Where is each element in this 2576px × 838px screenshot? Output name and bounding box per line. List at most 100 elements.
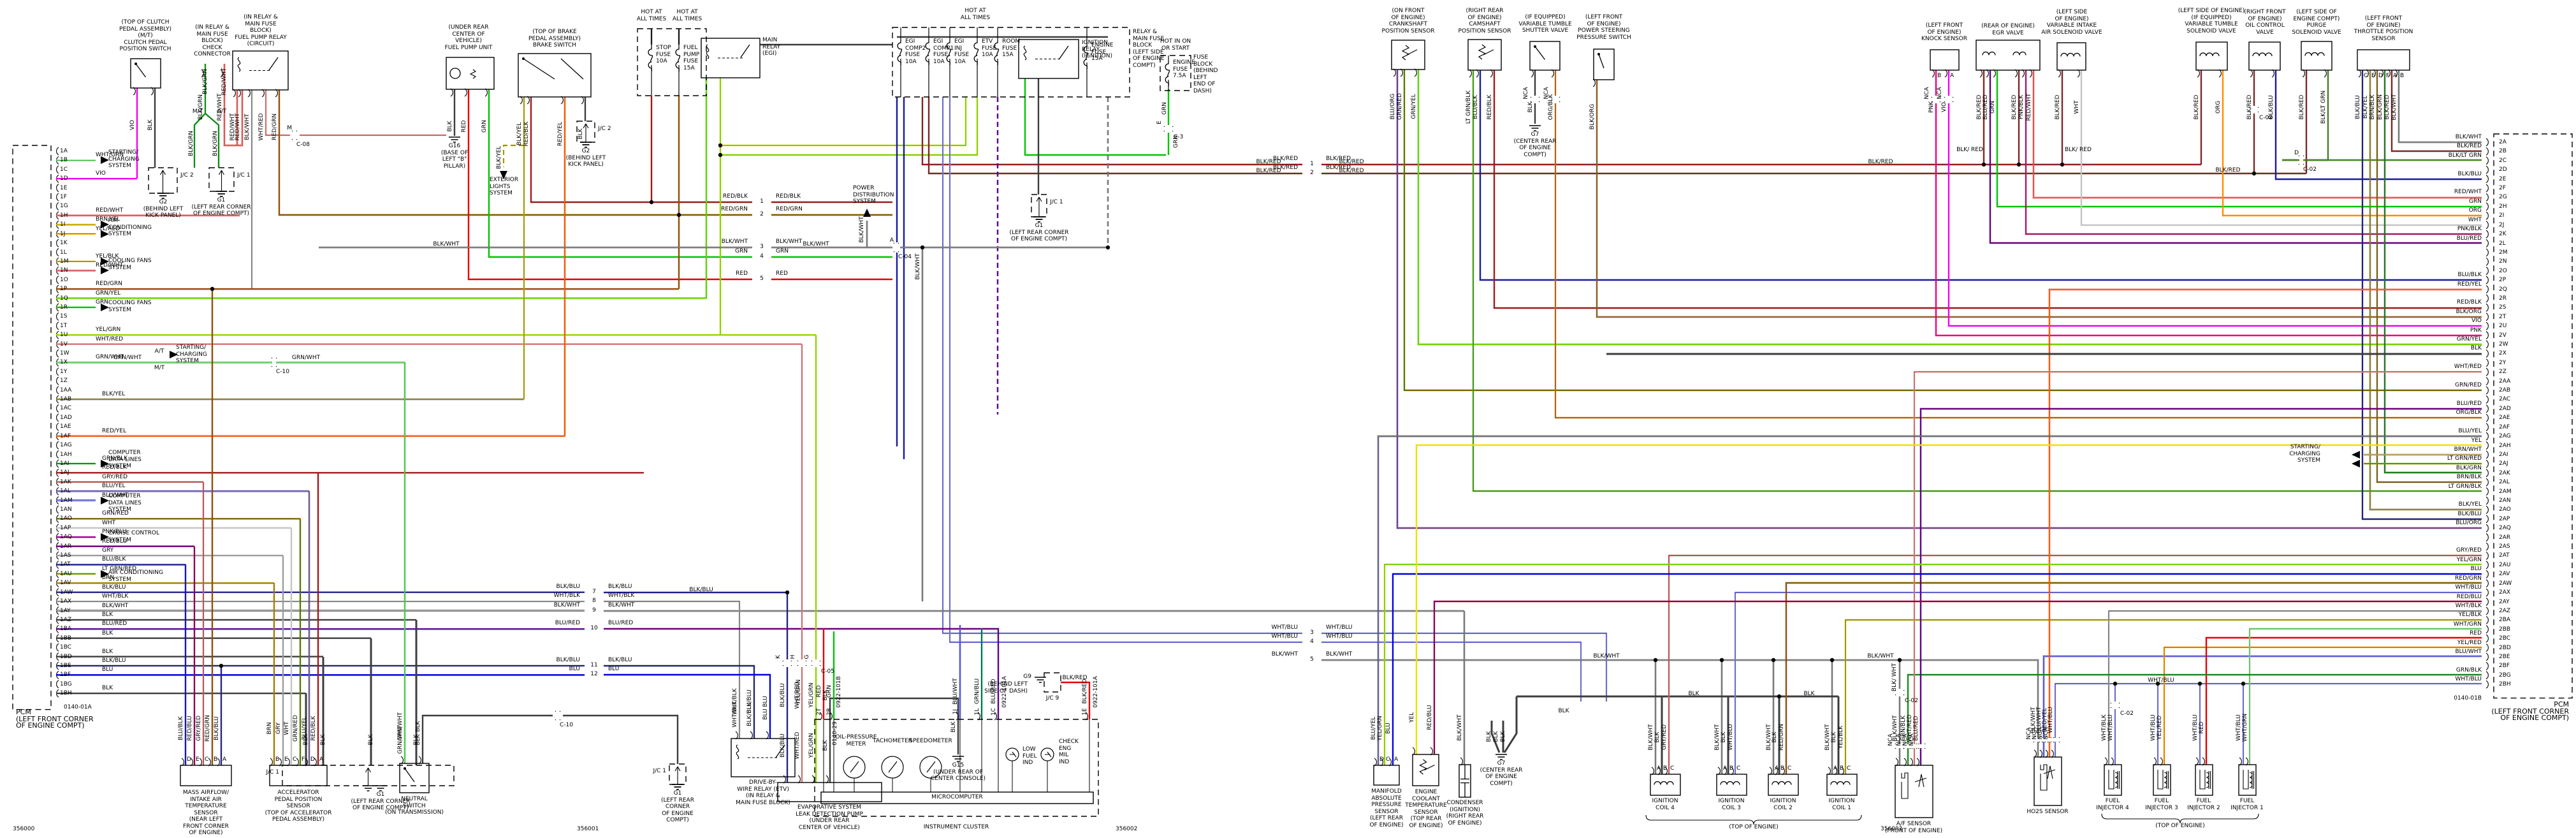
purge-solenoid-valve-pin-wire: BLK/LT GRN <box>2320 90 2327 124</box>
fuel-pump-relay <box>232 50 289 91</box>
system-arrow <box>863 209 871 217</box>
system-arrow <box>101 221 109 228</box>
pcm-pin-1AY: 1AY <box>60 607 71 614</box>
junction-box-label: J/C 2 <box>598 126 611 132</box>
pin-bracket <box>2485 643 2489 652</box>
pcm-pin-2G: 2G <box>2499 194 2507 201</box>
wire <box>1935 103 2482 337</box>
wire <box>604 601 740 739</box>
connector-name: C-10 <box>560 722 573 728</box>
ground-symbol <box>952 756 964 762</box>
engine-coolant-temperature-sensor <box>1412 754 1439 786</box>
split-wire-label: BLU <box>608 666 620 672</box>
pin-wire-label: YEL/RED <box>2457 639 2482 646</box>
connector-letter: NCA <box>1902 733 1909 746</box>
pcm-pin-1Z: 1Z <box>60 378 68 385</box>
main-relay-egi-label: MAIN RELAY (EGI) <box>762 37 781 57</box>
wire-label: GRN <box>1172 135 1179 148</box>
junction-dot <box>2241 681 2246 686</box>
pin-bracket <box>2039 749 2042 758</box>
pcm-pin-2V: 2V <box>2499 332 2507 339</box>
pin-bracket <box>2034 749 2037 758</box>
system-label: COOLING FANS SYSTEM <box>108 300 152 313</box>
ground-label: G2 (BEHIND LEFT KICK PANEL) <box>143 199 184 219</box>
wire <box>2043 656 2482 757</box>
condenser-ignition-pin-wire: BLK/WHT <box>1456 714 1463 741</box>
pcm-pin-1AJ: 1AJ <box>60 469 69 476</box>
pcm-pin-2AZ: 2AZ <box>2499 607 2511 614</box>
wire <box>722 97 978 156</box>
pcm-pin-1AD: 1AD <box>60 414 72 421</box>
mass-airflow-intake-air-temperature-sensor-pin-wire: BLU/BLK <box>177 716 184 740</box>
pin-bracket <box>2394 69 2398 78</box>
wire-label: BLK <box>1803 691 1815 697</box>
manifold-absolute-pressure-sensor-pin-letter: A <box>1394 756 1399 763</box>
pin-bracket <box>766 731 769 740</box>
pin-bracket <box>56 276 59 284</box>
wire <box>2275 70 2482 180</box>
pin-wire-label: LT GRN/BLK <box>2448 483 2482 490</box>
pin-bracket <box>2324 69 2327 78</box>
pcm-pin-2C: 2C <box>2499 157 2507 164</box>
pcm-pin-2BD: 2BD <box>2499 644 2511 651</box>
accelerator-pedal-position-sensor-pin-wire: BRN <box>266 722 273 735</box>
wire <box>1434 601 2482 754</box>
pin-wire-label: ORG/BLK <box>2456 409 2482 416</box>
check-connector-pin-wire: RED/WHT <box>216 93 223 121</box>
pin-bracket <box>1469 69 1472 78</box>
pcm-pin-1AF: 1AF <box>60 432 71 439</box>
pin-wire-label: BLU/RED <box>102 621 127 628</box>
camshaft-position-sensor-title: (RIGHT REAR OF ENGINE) CAMSHAFT POSITION… <box>1458 8 1511 34</box>
throttle-position-sensor-pin-wire: BLK/RED <box>2383 94 2390 120</box>
pin-bracket <box>2485 634 2489 643</box>
gauge-label: OIL-PRESSURE METER <box>835 734 877 747</box>
pcm-pin-1L: 1L <box>60 249 67 256</box>
pin-bracket <box>797 775 801 784</box>
split-wire-label: RED/GRN <box>776 206 803 212</box>
cluster-pin-wire: RED <box>815 685 822 698</box>
neutral-switch <box>399 763 430 793</box>
pcm-pin-1U: 1U <box>60 332 68 339</box>
fuel-injector-4-title: FUEL INJECTOR 4 <box>2096 798 2129 811</box>
ignition-coil-4-pin-letter: B <box>1663 765 1668 772</box>
wire <box>1418 70 2482 345</box>
g9-location: (BEHIND LEFT SIDE OF DASH) <box>984 681 1028 695</box>
pcm-pin-1AL: 1AL <box>60 488 71 495</box>
pcm-pin-2W: 2W <box>2499 341 2508 348</box>
clutch-pedal-position-switch-pin-wire: BLK <box>147 119 154 131</box>
pcm-pin-1AS: 1AS <box>60 552 71 559</box>
purge-solenoid-valve-pin-wire: BLK/RED <box>2298 94 2305 120</box>
wire <box>1392 573 2482 765</box>
pin-bracket <box>1782 767 1785 776</box>
pin-bracket <box>1651 767 1654 776</box>
ignition-coil-3-pin-wire: BLK <box>1720 731 1727 743</box>
wire-label: BLK/WHT <box>803 241 829 247</box>
pin-bracket <box>2197 69 2200 78</box>
junction-dot <box>718 152 723 158</box>
wire-label: BLK/RED <box>2215 167 2241 173</box>
pin-wire-label: BLU/BLK <box>102 556 126 563</box>
pin-wire-label: GRN/YEL <box>2456 336 2482 343</box>
pin-bracket <box>2485 615 2489 624</box>
crankshaft-position-sensor-pin-wire: BLU/ORG <box>1389 93 1396 120</box>
pin-bracket <box>750 731 753 740</box>
wire-label: BLK/YEL <box>495 145 502 170</box>
pin-bracket <box>464 88 467 97</box>
pin-wire-label: LT GRN/RED <box>102 565 136 572</box>
pin-bracket <box>56 450 59 459</box>
ho2s-sensor <box>2034 756 2062 806</box>
pcm-pin-2J: 2J <box>2499 221 2505 228</box>
connector-letter: E <box>1156 121 1163 124</box>
wire <box>1913 371 2482 765</box>
pin-bracket <box>56 441 59 450</box>
manifold-absolute-pressure-sensor-pin-wire: BLU <box>1385 723 1392 734</box>
pin-wire-label: BLK/RED <box>2457 143 2482 150</box>
pcm-right-connector <box>2493 133 2573 699</box>
ignition-coil-4-pin-wire: BLK/WHT <box>1647 724 1654 751</box>
pin-bracket <box>56 505 59 514</box>
split-wire-label: BLK/WHT <box>608 602 635 608</box>
cluster-pin-id: 1L <box>973 708 980 716</box>
pin-bracket <box>2485 561 2489 570</box>
junction-dot <box>1897 658 1902 663</box>
brake-switch-title: (TOP OF BRAKE PEDAL ASSEMBLY) BRAKE SWIT… <box>528 29 581 48</box>
